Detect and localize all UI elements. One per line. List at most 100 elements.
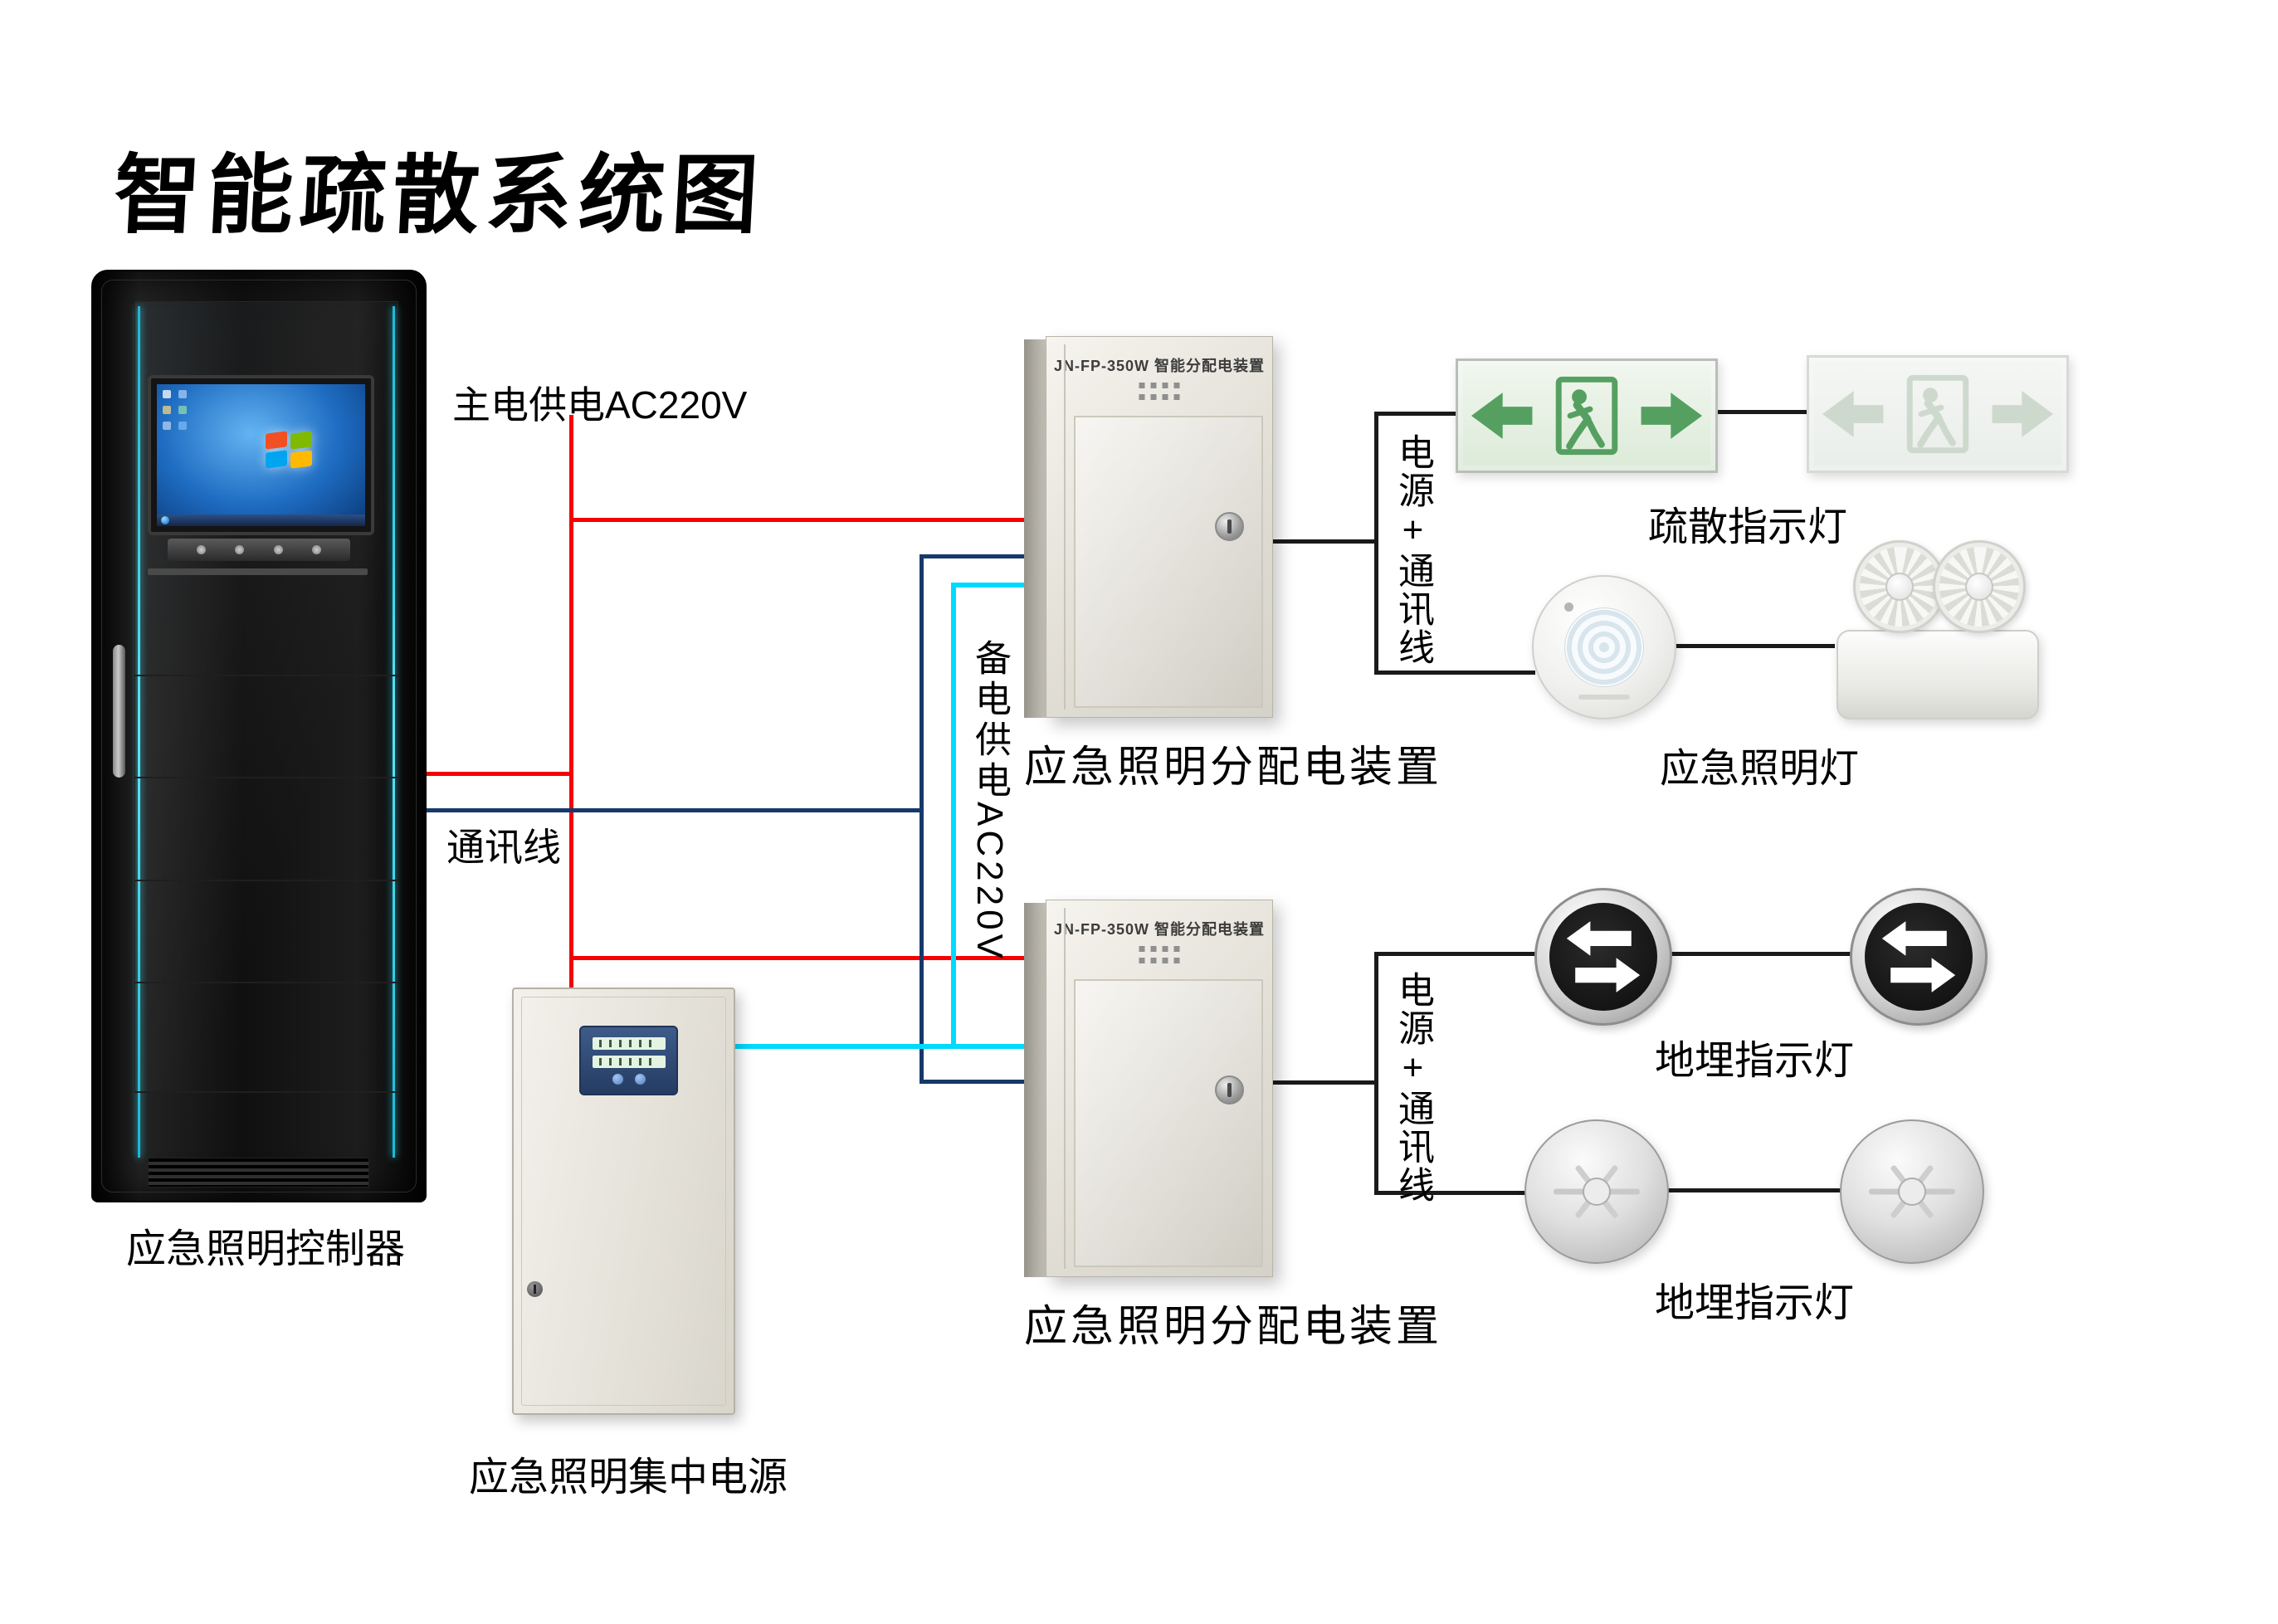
bus-line-between-arrow-lights (1667, 952, 1851, 956)
main-power-label: 主电供电AC220V (452, 383, 748, 427)
display-button (634, 1073, 646, 1085)
arrow-light-core (1865, 903, 1973, 1011)
comm-line-to-distribution-2 (919, 1080, 1026, 1084)
indicator-led (1173, 946, 1180, 952)
controller-label: 应急照明控制器 (125, 1227, 406, 1271)
desktop-icon (163, 422, 171, 430)
bus-line-from-distribution-2 (1273, 1080, 1376, 1085)
round-lock-icon (1215, 512, 1244, 541)
indicator-led (1150, 946, 1157, 952)
lamp-base (1837, 630, 2039, 719)
cabinet-door-handle (113, 645, 125, 778)
desktop-icons (163, 390, 187, 430)
display-readout (592, 1055, 666, 1068)
twin-head-emergency-light (1833, 539, 2042, 719)
ground-glass-light-2 (1840, 1119, 1984, 1264)
bus-line-between-emergency-lights (1673, 644, 1835, 648)
exit-sign-1 (1456, 358, 1718, 473)
bus-label-1: 电源+通讯线 (1393, 433, 1433, 666)
double-arrow-icon (1881, 921, 1956, 992)
cabinet-seam (134, 880, 398, 881)
round-emergency-light (1532, 575, 1676, 719)
bus-line-to-exit-sign (1374, 412, 1457, 416)
main-power-line-to-distribution-2 (569, 956, 1024, 960)
windows-logo-pane (290, 450, 312, 469)
exit-sign-face (1814, 363, 2061, 466)
cabinet-vent (148, 1158, 369, 1188)
exit-sign-2 (1807, 355, 2069, 473)
main-power-line-trunk (569, 415, 573, 989)
indicator-led (1150, 958, 1157, 963)
box-door (1074, 416, 1263, 708)
lamp-head (1933, 540, 2026, 633)
box-model-text: JN-FP-350W 智能分配电装置 (1053, 921, 1266, 938)
round-lock-icon (1215, 1075, 1244, 1105)
brand-mark (1578, 694, 1630, 700)
desktop-icon (163, 406, 171, 414)
distribution-device-1: JN-FP-350W 智能分配电装置 (1024, 336, 1273, 718)
double-arrow-icon (1566, 921, 1641, 992)
display-readout (592, 1036, 666, 1050)
taskbar (157, 515, 365, 526)
bus-line-trunk-1 (1374, 412, 1378, 674)
desktop-icon (178, 406, 187, 414)
cabinet-seam (134, 777, 398, 778)
glass-center-cap (1898, 1178, 1926, 1206)
windows-logo-icon (265, 431, 312, 469)
ground-light-label-1: 地埋指示灯 (1654, 1039, 1855, 1083)
ground-light-label-2: 地埋指示灯 (1654, 1281, 1855, 1325)
desktop-icon (178, 422, 187, 430)
backup-line-from-central-power (732, 1044, 1026, 1049)
controller-monitor (148, 375, 374, 535)
ground-glass-light-1 (1524, 1119, 1669, 1264)
indicator-led (1162, 958, 1168, 963)
backup-power-label: 备电供电AC220V (969, 639, 1010, 963)
status-indicators (1139, 383, 1180, 400)
cabinet-control-panel (168, 539, 350, 561)
page-title: 智能疏散系统图 (111, 144, 768, 246)
bus-line-trunk-2 (1374, 952, 1378, 1195)
bus-label-2: 电源+通讯线 (1393, 971, 1433, 1204)
main-power-line-to-controller (423, 772, 571, 776)
desktop-icon (163, 390, 171, 398)
comm-line-to-distribution-1 (919, 554, 1026, 558)
windows-logo-pane (265, 450, 287, 469)
backup-line-trunk (951, 583, 956, 1049)
indicator-led (1139, 946, 1145, 952)
distribution-device-2: JN-FP-350W 智能分配电装置 (1024, 900, 1273, 1277)
power-supply-display (579, 1026, 678, 1095)
cabinet-seam (134, 1091, 398, 1093)
indicator-led (1150, 383, 1157, 388)
comm-line-from-controller (423, 808, 921, 812)
bus-line-to-arrow-lights (1374, 952, 1536, 956)
windows-logo-pane (290, 431, 312, 450)
indicator-led (1150, 394, 1157, 400)
bus-line-from-distribution-1 (1273, 539, 1376, 544)
glass-center-cap (1583, 1178, 1611, 1206)
door-seam (1064, 344, 1066, 710)
indicator-led (1162, 394, 1168, 400)
central-power-supply (512, 988, 735, 1415)
central-power-label: 应急照明集中电源 (468, 1456, 788, 1500)
comm-label: 通讯线 (446, 826, 561, 869)
indicator-led (1173, 394, 1180, 400)
running-man-exit-pictogram (1822, 374, 2054, 454)
control-button (235, 545, 245, 554)
keyhole-lock-icon (527, 1281, 543, 1297)
indicator-led (1139, 394, 1145, 400)
cabinet-frame (101, 280, 417, 1192)
comm-line-trunk (919, 554, 924, 1084)
status-indicators (1139, 946, 1180, 963)
arrow-light-core (1549, 903, 1657, 1011)
sensor-dot (1564, 602, 1574, 612)
display-buttons (612, 1073, 646, 1085)
backup-line-to-distribution-1 (951, 583, 1026, 588)
cabinet-accent-left (138, 306, 140, 1158)
indicator-led (1139, 958, 1145, 963)
box-side-panel (1024, 339, 1046, 718)
indicator-led (1162, 946, 1168, 952)
door-seam (1064, 908, 1066, 1269)
ground-arrow-light-2 (1850, 888, 1988, 1026)
distribution-label-2: 应急照明分配电装置 (1024, 1303, 1443, 1351)
monitor-screen (157, 384, 365, 526)
